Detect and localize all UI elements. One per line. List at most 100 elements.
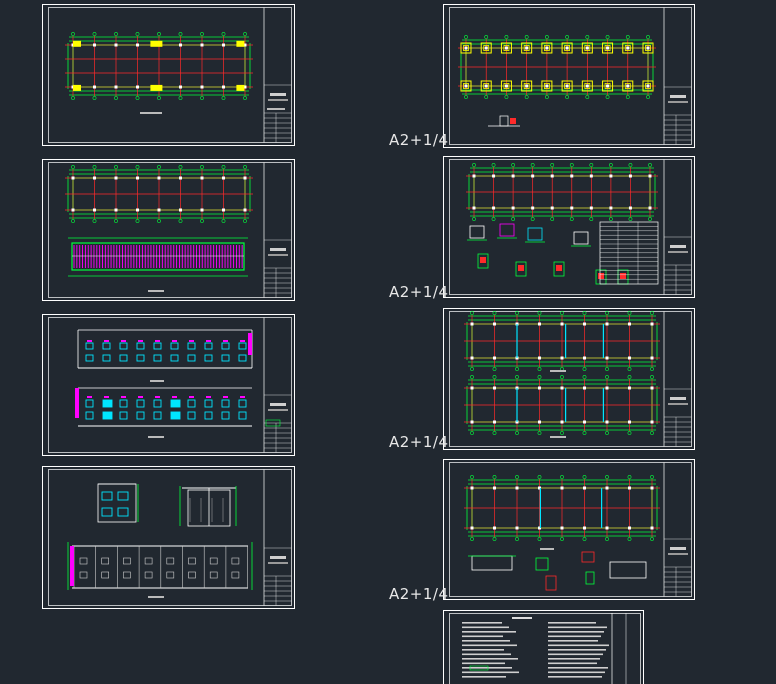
axis-bubble	[484, 95, 489, 99]
footing-inner	[584, 45, 591, 51]
window	[119, 354, 128, 362]
window	[221, 342, 230, 350]
window	[119, 399, 128, 408]
axis-bubble	[135, 96, 140, 100]
axis-bubble	[544, 35, 549, 39]
column	[550, 174, 554, 178]
column	[583, 486, 586, 490]
column	[179, 85, 182, 89]
notes-text-line	[462, 653, 511, 656]
column	[525, 46, 529, 50]
window	[117, 491, 129, 501]
column	[114, 176, 118, 180]
column	[222, 208, 225, 212]
column	[560, 420, 564, 424]
axis-bubble	[582, 375, 587, 379]
column	[605, 486, 609, 490]
column	[583, 356, 586, 360]
sheet-inner-border	[449, 159, 692, 295]
notes-text-line	[548, 676, 602, 678]
column	[470, 356, 474, 360]
axis-bubble	[243, 96, 247, 100]
notes-text-line	[548, 671, 605, 674]
notes-text-line	[548, 658, 600, 660]
axis-bubble	[511, 217, 516, 221]
column	[93, 85, 96, 89]
column	[493, 386, 496, 390]
column	[606, 84, 610, 88]
window	[136, 411, 145, 420]
window	[101, 491, 113, 501]
rebar-mark	[518, 265, 524, 271]
column	[93, 43, 96, 47]
general-notes	[462, 617, 609, 678]
window	[238, 354, 247, 362]
footing-inner	[564, 83, 571, 89]
axis-bubble	[627, 431, 632, 435]
title-block-text-mark	[270, 403, 286, 406]
axis-bubble	[582, 311, 587, 315]
window	[79, 557, 88, 565]
column	[570, 206, 574, 210]
notes-text-line	[548, 653, 603, 656]
front-elevation	[77, 329, 253, 369]
window	[101, 557, 109, 565]
floor-plan	[65, 165, 253, 223]
axis-bubble	[627, 375, 632, 379]
column	[243, 85, 247, 89]
column	[545, 84, 549, 88]
window	[123, 557, 131, 565]
notes-text-line	[548, 631, 604, 633]
sheet-inner-border	[449, 311, 692, 447]
window	[221, 399, 230, 408]
axis-bubble	[560, 537, 564, 541]
footing-inner	[463, 83, 469, 89]
axis-bubble	[650, 475, 654, 479]
window	[209, 557, 218, 565]
elevation-accent	[70, 546, 74, 586]
column	[650, 356, 654, 360]
axis-bubble	[550, 163, 555, 167]
column	[493, 526, 496, 530]
column	[179, 208, 182, 212]
axis-bubble	[524, 35, 529, 39]
column	[531, 206, 535, 210]
window	[102, 399, 113, 408]
axis-bubble	[565, 35, 570, 39]
column	[583, 526, 586, 530]
column	[484, 46, 488, 50]
window-lintel	[223, 340, 228, 342]
footing-inner	[483, 83, 490, 89]
axis-bubble	[646, 95, 650, 99]
column	[525, 84, 529, 88]
title-block	[664, 538, 692, 597]
section-details	[468, 548, 647, 591]
axis-bubble	[135, 32, 140, 36]
window	[101, 507, 113, 517]
detail-group	[467, 223, 629, 285]
column	[585, 84, 589, 88]
axis-bubble	[504, 35, 509, 39]
notes-text-line	[548, 626, 607, 629]
axis-bubble	[560, 311, 564, 315]
footing	[602, 80, 614, 92]
column	[560, 386, 564, 390]
axis-bubble	[200, 96, 204, 100]
elevation-accent	[248, 333, 252, 355]
footing	[561, 80, 573, 92]
title-block-text-mark	[268, 409, 288, 411]
axis-bubble	[627, 311, 632, 315]
window-lintel	[155, 340, 160, 342]
axis-bubble	[515, 431, 519, 435]
title-block	[264, 547, 292, 606]
drawing-title-mark	[550, 436, 566, 438]
axis-bubble	[608, 217, 613, 221]
axis-bubble	[650, 311, 654, 315]
title-block-text-mark	[270, 556, 286, 559]
axis-bubble	[605, 537, 609, 541]
column-block	[73, 40, 81, 47]
column	[470, 420, 474, 424]
column	[493, 486, 496, 490]
